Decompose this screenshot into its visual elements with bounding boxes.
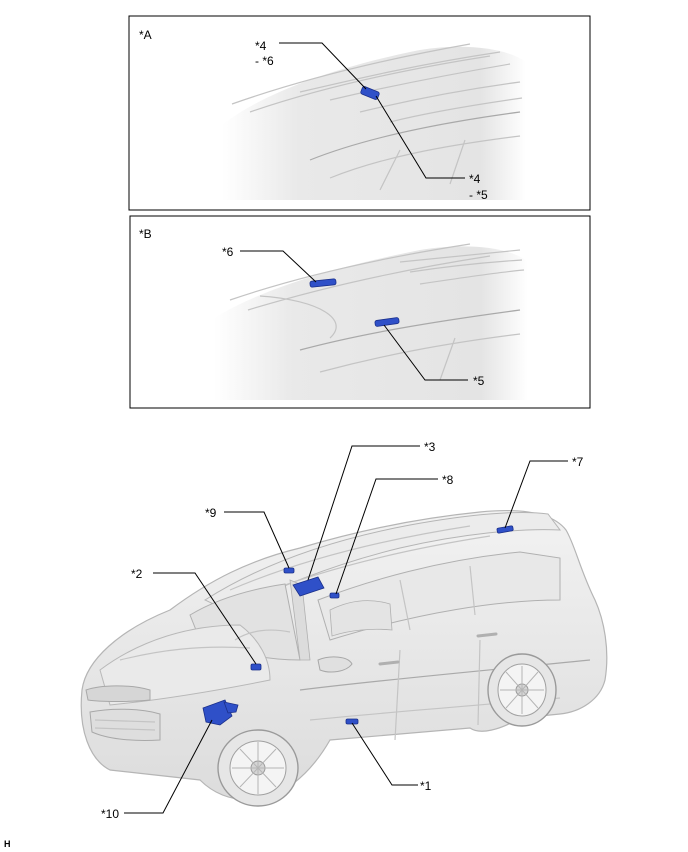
part-10 — [202, 699, 233, 726]
main-callouts: *1 *2 *3 *7 *8 *9 *10 — [101, 440, 584, 821]
leader-3 — [307, 445, 420, 581]
panel-a-roof-illustration — [222, 43, 526, 200]
panel-a-label-top-2: - *6 — [255, 54, 274, 68]
leader-9 — [224, 511, 290, 569]
panel-b-part-6 — [309, 278, 337, 288]
leader-8 — [335, 478, 438, 595]
label-8: *8 — [442, 473, 454, 487]
label-10: *10 — [101, 807, 119, 821]
panel-b-part-5 — [374, 317, 400, 327]
panel-b-roof-illustration — [214, 243, 528, 400]
panel-b-leader-5 — [383, 324, 468, 381]
vehicle-parts — [202, 525, 514, 726]
panel-a-leader-top — [279, 42, 367, 90]
part-10-connector — [223, 701, 239, 714]
panel-a: *A *4 - *6 *4 - *5 — [128, 15, 591, 211]
part-8 — [329, 592, 340, 599]
panel-b-leader-6 — [240, 250, 317, 283]
panel-a-label-bottom-2: - *5 — [469, 188, 488, 202]
leader-7 — [504, 460, 568, 529]
label-9: *9 — [205, 506, 217, 520]
panel-b-title: *B — [139, 227, 152, 241]
label-1: *1 — [420, 779, 432, 793]
panel-b: *B *6 *5 — [129, 215, 591, 409]
part-9 — [283, 567, 295, 574]
panel-b-label-5: *5 — [473, 374, 485, 388]
panel-a-leader-bottom — [375, 95, 465, 179]
vehicle-illustration — [80, 510, 608, 807]
panel-a-label-bottom-1: *4 — [469, 172, 481, 186]
label-2: *2 — [131, 567, 143, 581]
leader-10 — [124, 719, 213, 814]
label-3: *3 — [424, 440, 436, 454]
panel-b-label-6: *6 — [222, 245, 234, 259]
panel-a-title: *A — [139, 28, 152, 42]
part-3 — [292, 576, 325, 597]
label-7: *7 — [572, 455, 584, 469]
panel-a-part — [360, 86, 380, 100]
part-2 — [250, 663, 262, 671]
part-1 — [345, 718, 359, 725]
front-wheel — [217, 729, 299, 807]
leader-2 — [153, 572, 257, 665]
panel-a-label-top-1: *4 — [255, 39, 267, 53]
footer-code: H — [4, 839, 11, 849]
part-7 — [496, 525, 514, 534]
leader-1 — [351, 722, 418, 786]
rear-wheel — [487, 653, 557, 727]
